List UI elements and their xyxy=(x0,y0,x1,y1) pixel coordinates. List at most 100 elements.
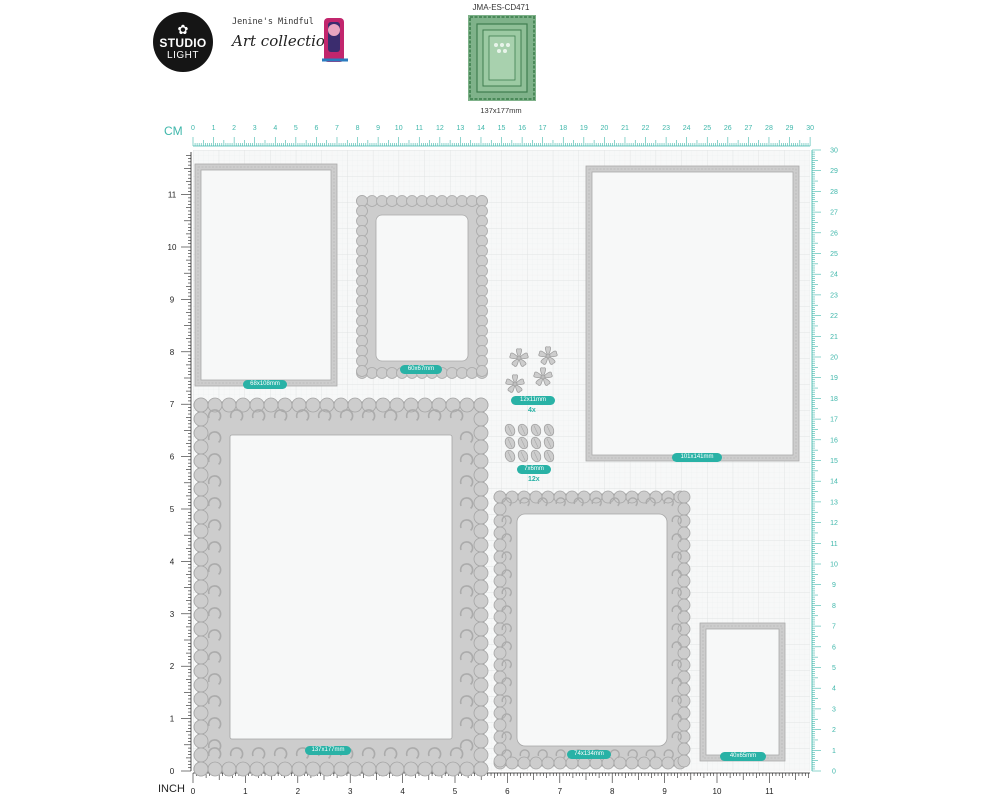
size-label-60x67: 60x67mm xyxy=(400,365,442,374)
cm-tick-label-right: 4 xyxy=(832,686,836,693)
cm-tick-label: 29 xyxy=(786,125,794,132)
inch-tick-label-left: 3 xyxy=(170,610,175,619)
cm-tick-label-right: 11 xyxy=(830,541,837,548)
cm-tick-label-right: 18 xyxy=(830,396,838,403)
cm-unit-label: CM xyxy=(164,124,183,138)
lace-frame-137x177 xyxy=(193,397,489,777)
cm-tick-label-right: 17 xyxy=(830,417,838,424)
cm-tick-label: 2 xyxy=(232,125,236,132)
cm-tick-label: 17 xyxy=(539,125,547,132)
cm-tick-label: 14 xyxy=(477,125,485,132)
cm-tick-label: 5 xyxy=(294,125,298,132)
studio-light-logo: ✿ STUDIO LIGHT xyxy=(153,12,213,72)
inch-unit-label: INCH xyxy=(158,783,185,795)
flowers-12x11 xyxy=(505,346,558,393)
cm-tick-label-right: 24 xyxy=(830,272,838,279)
butterfly-icon: ✿ xyxy=(177,22,189,37)
cm-tick-label: 1 xyxy=(212,125,216,132)
cm-tick-label: 24 xyxy=(683,125,691,132)
cm-tick-label-right: 14 xyxy=(830,479,838,486)
cm-tick-label-right: 25 xyxy=(830,251,838,258)
cm-tick-label: 21 xyxy=(621,125,629,132)
inch-tick-label-left: 2 xyxy=(170,662,175,671)
cm-tick-label-right: 27 xyxy=(830,210,838,217)
inch-tick-label-left: 8 xyxy=(170,348,175,357)
size-label-40x65: 40x65mm xyxy=(720,752,766,761)
plain-frame-68x108 xyxy=(194,163,338,387)
inch-tick-label-left: 7 xyxy=(170,400,175,409)
inch-tick-label-left: 0 xyxy=(170,767,175,776)
cm-tick-label: 26 xyxy=(724,125,732,132)
inch-tick-label-bottom: 11 xyxy=(765,787,774,796)
cm-tick-label-right: 15 xyxy=(830,458,838,465)
cm-tick-label: 8 xyxy=(356,125,360,132)
cm-tick-label-right: 0 xyxy=(832,769,836,776)
cm-ruler-right: 0123456789101112131415161718192021222324… xyxy=(811,148,838,776)
inch-tick-label-left: 5 xyxy=(170,505,175,514)
plain-frame-40x65 xyxy=(699,622,786,762)
cm-tick-label-right: 28 xyxy=(830,189,838,196)
cm-tick-label: 16 xyxy=(518,125,526,132)
qty-leaves: 12x xyxy=(528,476,540,483)
inch-tick-label-bottom: 4 xyxy=(400,787,405,796)
cm-tick-label: 11 xyxy=(416,125,423,132)
cm-tick-label-right: 12 xyxy=(830,520,838,527)
cm-tick-label-right: 7 xyxy=(832,624,836,631)
cm-tick-label-right: 6 xyxy=(832,644,836,651)
cm-tick-label-right: 1 xyxy=(832,748,836,755)
inch-tick-label-left: 4 xyxy=(170,557,175,566)
cm-tick-label-right: 13 xyxy=(830,499,838,506)
cm-tick-label-right: 26 xyxy=(830,230,838,237)
inch-tick-label-bottom: 6 xyxy=(505,787,510,796)
cm-tick-label-right: 16 xyxy=(830,437,838,444)
cm-tick-label: 4 xyxy=(273,125,277,132)
cm-tick-label: 30 xyxy=(806,125,814,132)
inch-tick-label-left: 1 xyxy=(170,715,175,724)
cm-tick-label: 9 xyxy=(376,125,380,132)
cm-tick-label: 6 xyxy=(314,125,318,132)
cm-tick-label-right: 9 xyxy=(832,582,836,589)
cm-tick-label: 22 xyxy=(642,125,650,132)
inch-tick-label-bottom: 2 xyxy=(296,787,301,796)
size-label-68x108: 68x108mm xyxy=(243,380,287,389)
cm-tick-label-right: 22 xyxy=(830,313,838,320)
cm-tick-label: 18 xyxy=(559,125,567,132)
size-label-137x177: 137x177mm xyxy=(305,746,351,755)
cm-tick-label: 0 xyxy=(191,125,195,132)
cm-tick-label: 23 xyxy=(662,125,670,132)
brand-line-1: Jenine's Mindful xyxy=(232,17,314,27)
cm-tick-label-right: 20 xyxy=(830,355,838,362)
cm-tick-label-right: 23 xyxy=(830,292,838,299)
cm-tick-label-right: 30 xyxy=(830,148,838,155)
brand-line-2: Art collection xyxy=(232,32,335,50)
size-label-74x134: 74x134mm xyxy=(567,750,611,759)
cm-tick-label-right: 10 xyxy=(830,562,838,569)
inch-tick-label-bottom: 3 xyxy=(348,787,353,796)
size-label-12x11: 12x11mm xyxy=(511,396,555,405)
cm-tick-label: 20 xyxy=(601,125,609,132)
inch-tick-label-left: 10 xyxy=(168,243,177,252)
cm-tick-label-right: 5 xyxy=(832,665,836,672)
artist-portrait-logo xyxy=(322,18,348,62)
inch-tick-label-bottom: 1 xyxy=(243,787,248,796)
plain-frame-101x141 xyxy=(585,165,800,462)
inch-tick-label-bottom: 8 xyxy=(610,787,615,796)
inch-tick-label-left: 11 xyxy=(168,191,177,200)
cm-tick-label-right: 21 xyxy=(830,334,838,341)
inch-tick-label-bottom: 7 xyxy=(558,787,563,796)
cm-tick-label-right: 2 xyxy=(832,727,836,734)
cm-tick-label-right: 8 xyxy=(832,603,836,610)
qty-flowers: 4x xyxy=(528,407,536,414)
inch-tick-label-bottom: 9 xyxy=(662,787,667,796)
cm-tick-label: 27 xyxy=(744,125,752,132)
product-thumbnail xyxy=(468,15,536,101)
inch-tick-label-left: 6 xyxy=(170,453,175,462)
cm-tick-label-right: 19 xyxy=(830,375,838,382)
cm-tick-label: 19 xyxy=(580,125,588,132)
cm-tick-label: 3 xyxy=(253,125,257,132)
product-size: 137x177mm xyxy=(480,106,522,115)
cm-tick-label: 25 xyxy=(703,125,711,132)
